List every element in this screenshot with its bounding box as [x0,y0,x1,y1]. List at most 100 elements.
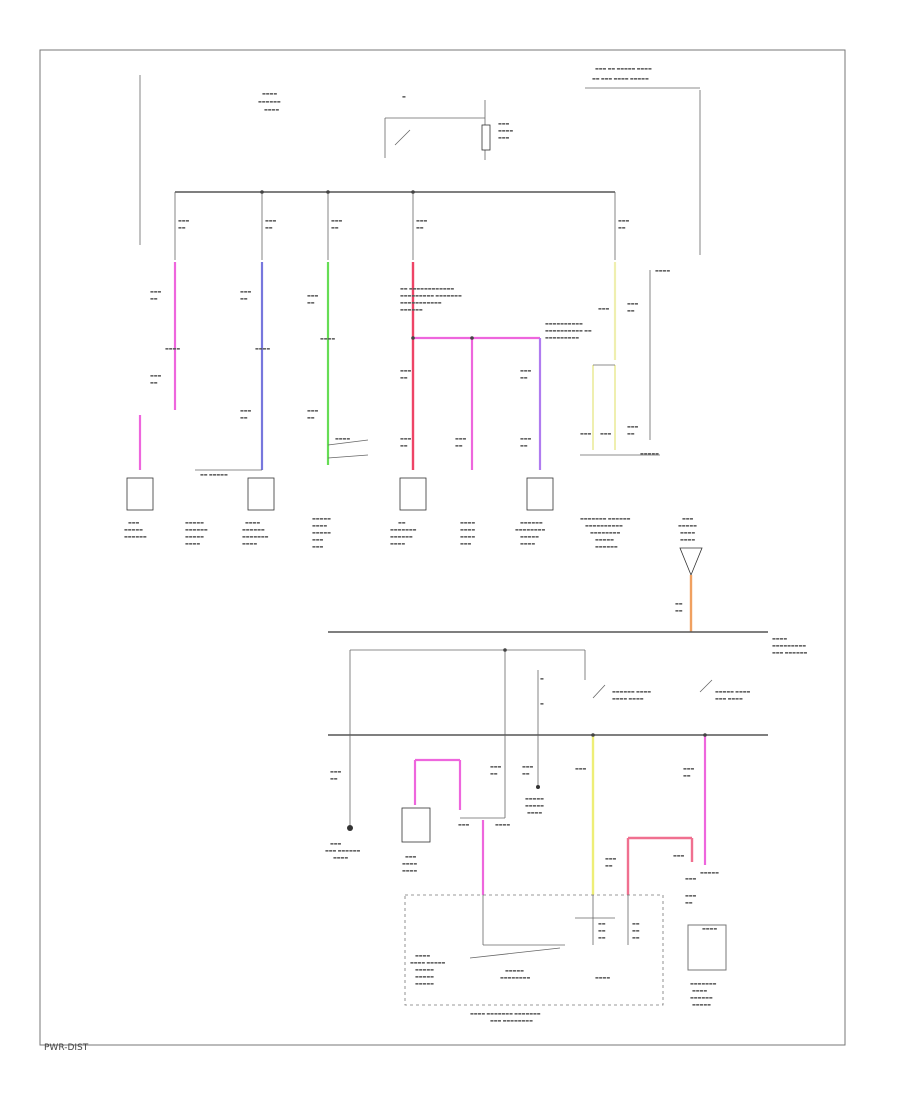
svg-text:▬▬▬▬▬▬: ▬▬▬▬▬▬ [185,527,208,532]
svg-text:▬▬▬ ▬▬▬▬▬▬: ▬▬▬ ▬▬▬▬▬▬ [772,650,808,655]
svg-text:▬▬▬: ▬▬▬ [458,822,470,827]
svg-text:▬▬: ▬▬ [178,225,186,230]
svg-text:▬▬: ▬▬ [632,928,640,933]
fuse-labels: ▬▬▬▬▬ ▬▬▬▬▬ ▬▬▬▬▬ ▬▬▬▬▬ ▬▬▬▬▬ [178,218,630,230]
svg-text:▬▬▬: ▬▬▬ [330,841,342,846]
svg-text:▬▬▬▬▬▬▬▬: ▬▬▬▬▬▬▬▬ [590,530,620,535]
svg-text:▬▬▬: ▬▬▬ [498,121,510,126]
svg-text:▬▬▬: ▬▬▬ [455,436,467,441]
svg-text:▬▬▬: ▬▬▬ [307,293,319,298]
svg-text:▬▬▬▬▬ ▬▬▬▬: ▬▬▬▬▬ ▬▬▬▬ [715,689,751,694]
svg-text:▬▬: ▬▬ [455,443,463,448]
svg-text:▬▬: ▬▬ [618,225,626,230]
svg-text:▬▬▬: ▬▬▬ [575,766,587,771]
svg-text:▬▬: ▬▬ [598,921,606,926]
ground-connector: ▬▬▬ ▬▬▬▬▬ ▬▬▬▬ ▬▬▬▬ ▬▬▬▬ [675,516,703,632]
svg-text:▬▬: ▬▬ [400,443,408,448]
svg-text:▬▬▬▬▬▬▬▬: ▬▬▬▬▬▬▬▬ [515,527,545,532]
svg-text:▬▬▬▬▬▬: ▬▬▬▬▬▬ [258,99,281,104]
svg-text:▬▬▬▬: ▬▬▬▬ [390,541,405,546]
svg-text:▬▬▬▬: ▬▬▬▬ [402,868,417,873]
svg-text:▬▬▬▬: ▬▬▬▬ [460,520,475,525]
component-box-4 [526,477,554,511]
svg-text:▬▬▬: ▬▬▬ [598,306,610,311]
svg-text:▬▬▬▬▬▬: ▬▬▬▬▬▬ [595,544,618,549]
svg-text:▬▬▬▬▬: ▬▬▬▬▬ [185,520,204,525]
svg-text:▬▬: ▬▬ [307,415,315,420]
svg-text:▬▬▬: ▬▬▬ [683,766,695,771]
svg-text:▬▬▬▬▬▬: ▬▬▬▬▬▬ [242,527,265,532]
svg-text:▬▬▬ ▬▬▬▬: ▬▬▬ ▬▬▬▬ [715,696,743,701]
svg-text:▬▬▬: ▬▬▬ [265,218,277,223]
svg-text:▬▬▬▬: ▬▬▬▬ [527,810,542,815]
svg-text:▬▬▬: ▬▬▬ [618,218,630,223]
svg-text:▬▬▬▬▬: ▬▬▬▬▬ [692,1002,711,1007]
svg-text:▬▬: ▬▬ [398,520,406,525]
svg-text:▬▬▬▬▬▬: ▬▬▬▬▬▬ [390,534,413,539]
svg-text:▬▬▬▬▬▬ ▬▬▬▬: ▬▬▬▬▬▬ ▬▬▬▬ [612,689,651,694]
top-section: ▬▬▬ ▬▬ ▬▬▬▬▬ ▬▬▬▬ ▬▬ ▬▬▬ ▬▬▬▬ ▬▬▬▬▬ ▬▬▬▬… [124,66,701,549]
svg-text:▬▬▬ ▬▬▬▬▬▬: ▬▬▬ ▬▬▬▬▬▬ [325,848,361,853]
svg-text:▬▬▬▬▬▬▬▬▬▬▬: ▬▬▬▬▬▬▬▬▬▬▬ [400,300,442,305]
control-module-outline [404,894,664,1006]
svg-text:▬▬▬▬: ▬▬▬▬ [498,128,513,133]
svg-text:▬▬▬▬: ▬▬▬▬ [320,336,335,341]
svg-text:▬▬: ▬▬ [150,296,158,301]
svg-text:▬▬▬▬▬▬▬: ▬▬▬▬▬▬▬ [242,534,269,539]
svg-text:▬▬: ▬▬ [683,773,691,778]
svg-text:▬▬: ▬▬ [522,771,530,776]
svg-text:▬▬▬▬: ▬▬▬▬ [655,268,670,273]
svg-text:▬▬: ▬▬ [675,601,683,606]
svg-text:▬▬: ▬▬ [675,608,683,613]
svg-text:▬▬▬: ▬▬▬ [673,853,685,858]
svg-text:▬▬▬▬: ▬▬▬▬ [312,523,327,528]
svg-text:▬▬▬: ▬▬▬ [405,854,417,859]
svg-text:▬▬▬: ▬▬▬ [605,856,617,861]
svg-text:▬▬▬▬▬▬▬▬▬: ▬▬▬▬▬▬▬▬▬ [545,335,579,340]
svg-text:▬▬▬▬▬▬: ▬▬▬▬▬▬ [124,534,147,539]
svg-text:▬▬▬▬▬: ▬▬▬▬▬ [520,534,539,539]
svg-text:▬▬▬▬▬▬▬▬▬: ▬▬▬▬▬▬▬▬▬ [772,643,806,648]
wire-labels: ▬▬▬▬▬ ▬▬▬▬▬▬▬▬▬ ▬▬▬▬▬ ▬▬▬▬▬▬▬▬▬ ▬▬▬▬▬ ▬▬… [150,268,670,456]
svg-text:▬▬: ▬▬ [685,900,693,905]
svg-text:▬▬▬▬▬▬▬▬: ▬▬▬▬▬▬▬▬ [500,975,530,980]
svg-text:▬▬▬▬: ▬▬▬▬ [262,91,277,96]
svg-text:▬: ▬ [402,94,406,99]
svg-text:▬▬▬▬ ▬▬▬▬▬▬▬ ▬▬▬▬▬▬▬: ▬▬▬▬ ▬▬▬▬▬▬▬ ▬▬▬▬▬▬▬ [470,1011,541,1016]
svg-text:▬▬▬▬▬: ▬▬▬▬▬ [312,530,331,535]
svg-text:▬▬▬: ▬▬▬ [400,368,412,373]
svg-text:▬▬▬: ▬▬▬ [460,541,472,546]
svg-text:▬▬▬▬▬: ▬▬▬▬▬ [595,537,614,542]
svg-text:▬▬: ▬▬ [240,296,248,301]
svg-text:▬▬▬▬▬: ▬▬▬▬▬ [505,968,524,973]
component-captions: ▬▬▬▬▬▬▬▬▬▬▬▬▬▬ ▬▬▬▬▬▬▬▬▬▬▬▬▬▬▬▬▬▬▬▬ ▬▬▬▬… [124,516,631,549]
svg-text:▬▬▬: ▬▬▬ [580,431,592,436]
svg-text:▬▬: ▬▬ [307,300,315,305]
top-relay: ▬ ▬▬▬ ▬▬▬▬ ▬▬▬ [384,94,513,160]
component-box-6 [687,924,727,971]
svg-text:▬▬▬▬▬: ▬▬▬▬▬ [415,967,434,972]
svg-text:▬▬: ▬▬ [598,928,606,933]
svg-text:▬▬: ▬▬ [416,225,424,230]
lower-section: ▬▬▬▬ ▬▬▬▬▬▬▬▬▬ ▬▬▬ ▬▬▬▬▬▬ ▬ ▬ ▬▬▬▬▬▬ ▬▬▬… [325,631,808,1023]
svg-text:▬: ▬ [540,701,544,706]
svg-text:▬▬▬▬▬: ▬▬▬▬▬ [312,516,331,521]
svg-text:▬▬▬: ▬▬▬ [416,218,428,223]
svg-text:▬▬▬▬: ▬▬▬▬ [702,926,717,931]
svg-text:▬▬▬: ▬▬▬ [178,218,190,223]
svg-text:▬▬: ▬▬ [605,863,613,868]
svg-text:▬▬▬▬▬▬▬▬▬▬ ▬▬: ▬▬▬▬▬▬▬▬▬▬ ▬▬ [545,328,592,333]
svg-text:▬▬: ▬▬ [520,375,528,380]
component-box-5 [401,807,431,843]
svg-text:▬▬▬▬▬: ▬▬▬▬▬ [525,803,544,808]
svg-text:▬▬▬▬ ▬▬▬▬▬: ▬▬▬▬ ▬▬▬▬▬ [410,960,446,965]
svg-text:▬▬▬ ▬▬▬▬▬▬▬▬: ▬▬▬ ▬▬▬▬▬▬▬▬ [490,1018,533,1023]
svg-text:▬▬: ▬▬ [632,921,640,926]
svg-text:▬▬▬▬▬▬▬: ▬▬▬▬▬▬▬ [690,981,717,986]
svg-text:▬▬▬: ▬▬▬ [307,408,319,413]
svg-text:▬▬▬▬: ▬▬▬▬ [255,346,270,351]
svg-text:▬▬▬▬: ▬▬▬▬ [680,537,695,542]
svg-text:▬▬▬▬: ▬▬▬▬ [595,975,610,980]
diagram-border [39,49,846,1046]
